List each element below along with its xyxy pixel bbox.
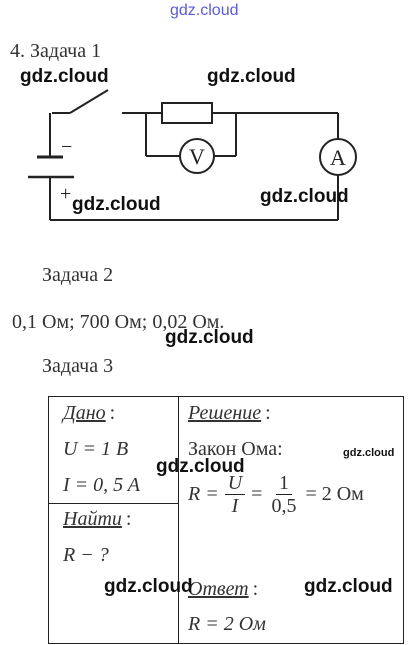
given-current: I = 0, 5 A <box>63 474 141 496</box>
minus-sign: − <box>61 136 72 158</box>
table-divider-vertical <box>178 396 179 644</box>
solution-title: Решение <box>188 402 262 424</box>
watermark-small: gdz.cloud <box>343 447 395 459</box>
plus-sign: + <box>60 183 71 205</box>
watermark-top: gdz.cloud <box>170 2 239 19</box>
answer-value: R = 2 Ом <box>188 613 266 635</box>
watermark: gdz.cloud <box>72 194 161 215</box>
fraction-denominator: I <box>231 495 239 517</box>
watermark: gdz.cloud <box>156 456 245 477</box>
task2-answer: 0,1 Ом; 700 Ом; 0,02 Ом. <box>12 311 225 333</box>
answer-title: Ответ <box>188 578 249 600</box>
fraction-value-numerator: 1 <box>275 472 292 495</box>
table-border-left <box>48 396 49 644</box>
table-divider-horizontal <box>48 503 179 504</box>
fraction-u-over-i: U I <box>224 472 246 517</box>
ohm-formula: R = U I = 1 0,5 = 2 Ом <box>188 472 364 517</box>
answer-section: Ответ: <box>188 578 259 600</box>
task2-heading: Задача 2 <box>42 264 114 286</box>
voltmeter-label: V <box>189 144 205 169</box>
switch-blade <box>69 89 109 114</box>
watermark: gdz.cloud <box>104 576 193 597</box>
table-border-right <box>403 396 404 644</box>
formula-result: = 2 Ом <box>305 483 364 505</box>
find-section: Найти: <box>63 508 132 530</box>
watermark: gdz.cloud <box>165 327 254 348</box>
task1-heading: 4. Задача 1 <box>10 40 102 62</box>
given-section: Дано: <box>63 402 116 424</box>
task3-heading: Задача 3 <box>42 355 114 377</box>
fraction-values: 1 0,5 <box>268 472 299 517</box>
ammeter-label: A <box>330 145 346 170</box>
fraction-value-denominator: 0,5 <box>271 495 297 517</box>
watermark: gdz.cloud <box>20 66 109 87</box>
table-border-top <box>48 396 404 397</box>
formula-r: R = <box>188 483 219 505</box>
given-voltage: U = 1 B <box>63 438 129 460</box>
find-title: Найти <box>63 508 122 530</box>
watermark: gdz.cloud <box>260 186 349 207</box>
resistor <box>161 102 213 124</box>
find-resistance: R − ? <box>63 544 109 566</box>
solution-section: Решение: <box>188 402 271 424</box>
formula-equals: = <box>251 483 263 505</box>
circuit-diagram: V A − + <box>28 89 357 221</box>
fraction-numerator: U <box>224 472 246 495</box>
watermark: gdz.cloud <box>304 576 393 597</box>
table-border-bottom <box>48 643 404 644</box>
ohm-law-label: Закон Ома: <box>188 438 283 460</box>
watermark: gdz.cloud <box>207 66 296 87</box>
given-title: Дано <box>63 402 106 424</box>
